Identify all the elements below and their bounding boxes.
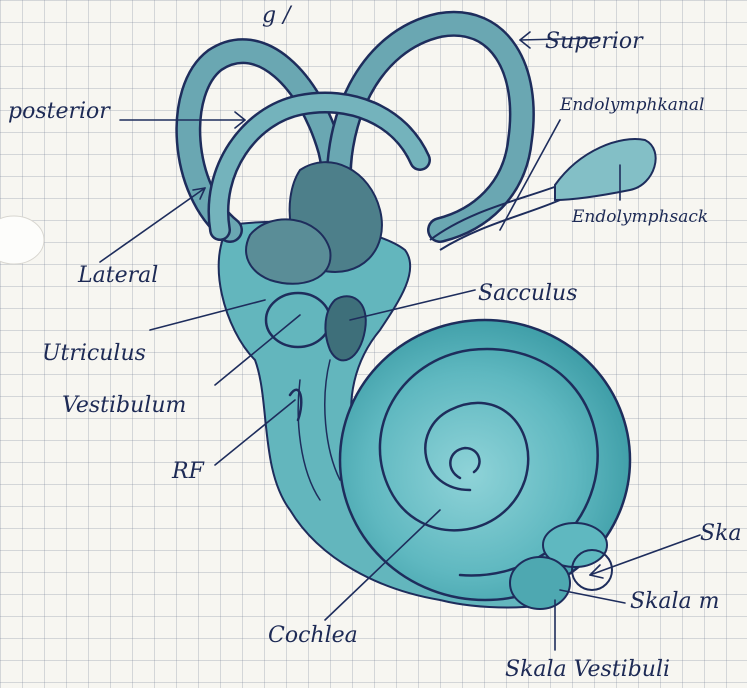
label-cochlea: Cochlea xyxy=(268,623,358,648)
label-endolymphsack: Endolymphsack xyxy=(571,207,708,227)
label-sacculus: Sacculus xyxy=(478,281,578,306)
utriculus-oval xyxy=(266,293,330,347)
label-skala-media: Skala m xyxy=(630,589,720,614)
label-utriculus: Utriculus xyxy=(42,341,146,366)
label-lateral: Lateral xyxy=(77,263,158,288)
label-vestibulum: Vestibulum xyxy=(62,393,186,418)
label-skala-vestibuli: Skala Vestibuli xyxy=(505,657,670,682)
label-rf: RF xyxy=(171,459,205,484)
scala-vestibuli-chamber xyxy=(510,557,570,609)
title-fragment: g / xyxy=(262,3,293,28)
label-endolymphkanal: Endolymphkanal xyxy=(559,95,704,115)
binder-hole xyxy=(0,216,44,264)
endolymph-sac xyxy=(555,139,656,200)
leader-lateral xyxy=(100,188,205,262)
label-superior: Superior xyxy=(545,29,644,54)
label-posterior: posterior xyxy=(8,99,111,124)
leader-skala-media xyxy=(560,590,625,603)
label-skala-tympani: Ska xyxy=(700,521,742,546)
